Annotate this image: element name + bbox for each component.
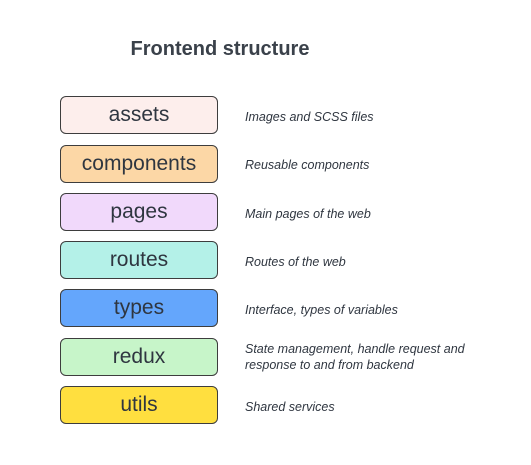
- redux-description: State management, handle request and res…: [245, 342, 465, 372]
- utils-box: utils: [60, 386, 218, 424]
- assets-box: assets: [60, 96, 218, 134]
- types-box: types: [60, 289, 218, 327]
- pages-description: Main pages of the web: [245, 207, 371, 221]
- pages-box: pages: [60, 193, 218, 231]
- utils-description: Shared services: [245, 400, 335, 414]
- redux-box: redux: [60, 338, 218, 376]
- routes-description: Routes of the web: [245, 255, 346, 269]
- components-description: Reusable components: [245, 158, 370, 172]
- routes-box: routes: [60, 241, 218, 279]
- types-description: Interface, types of variables: [245, 303, 398, 317]
- components-box: components: [60, 145, 218, 183]
- assets-description: Images and SCSS files: [245, 110, 374, 124]
- diagram-title: Frontend structure: [130, 38, 310, 60]
